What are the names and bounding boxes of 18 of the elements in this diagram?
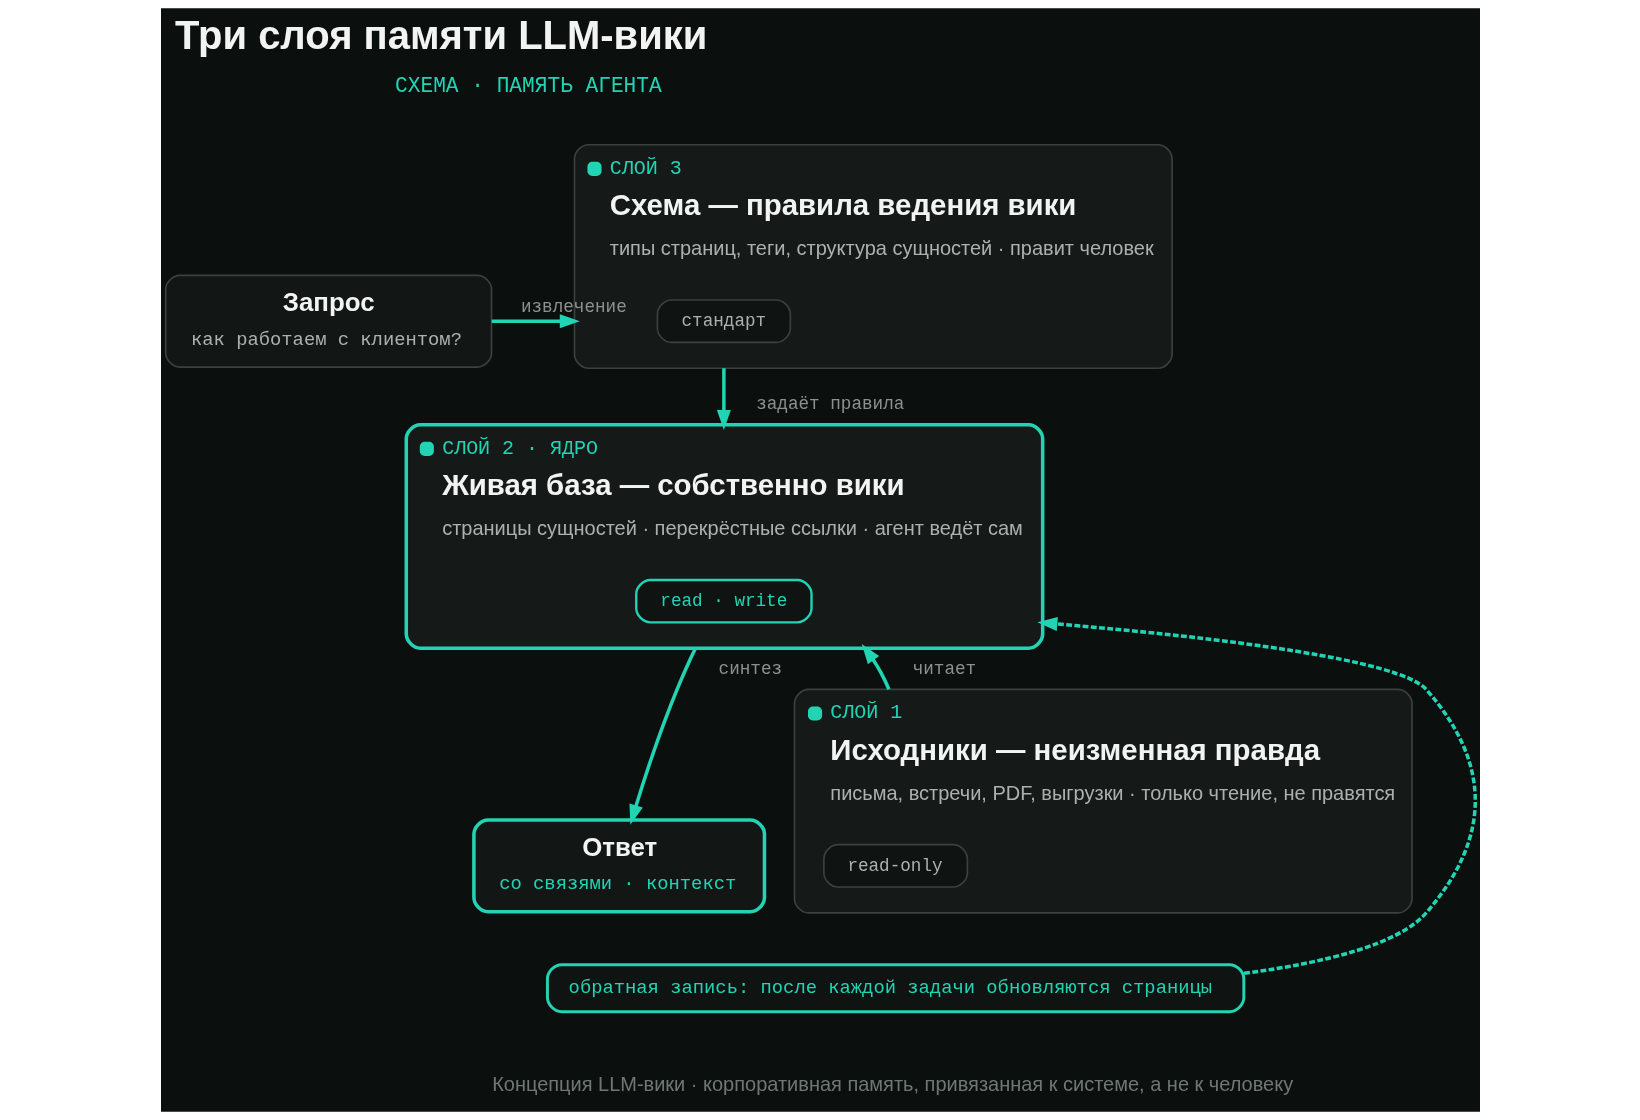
arrow [491,314,580,329]
edge-label: синтез [718,658,782,679]
node-box: Запрос как работаем с клиентом? [164,274,492,368]
node-box: стандарт [656,299,791,344]
arrow [716,368,731,431]
arrow [1036,616,1477,976]
arrow [628,647,697,825]
edge-label: извлечение [520,296,627,317]
edge-label: задаёт правила [755,393,904,414]
diagram-title: Три слоя памяти LLM-вики [174,12,707,57]
label: СХЕМА · ПАМЯТЬ АГЕНТА [394,74,662,99]
node-box: Ответ со связями · контекст [471,818,766,914]
edge-label: читает [912,658,976,679]
node-box: read-only [822,843,968,888]
arrow [861,643,891,691]
caption: Концепция LLM-вики · корпоративная память, привязанная к системе, а не к человеку [491,1072,1293,1095]
node-box: обратная запись: после каждой задачи обновляются страницы [545,963,1245,1014]
node-box: read · write [634,578,813,624]
